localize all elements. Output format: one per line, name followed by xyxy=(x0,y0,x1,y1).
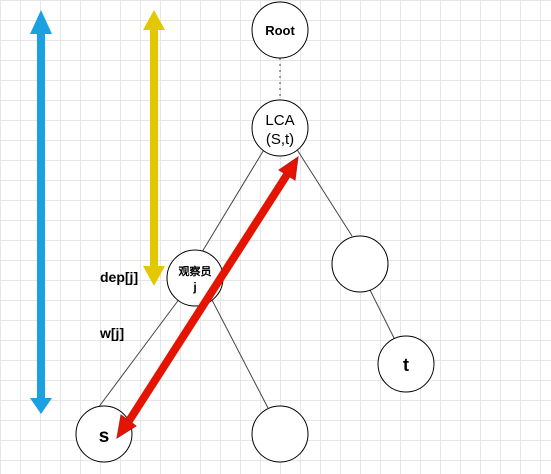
node-lca: LCA (S,t) xyxy=(251,99,309,157)
node-bottom-right xyxy=(251,405,309,463)
edge-lca-observer xyxy=(201,147,266,253)
red-double-arrow xyxy=(116,155,299,440)
node-right-child xyxy=(331,235,389,293)
edge-observer-bottomright xyxy=(211,299,269,409)
node-observer: 观察员 j xyxy=(166,249,224,307)
blue-double-arrow xyxy=(30,10,52,414)
yellow-double-arrow xyxy=(143,10,165,286)
edge-observer-s xyxy=(94,297,181,413)
node-root: Root xyxy=(251,1,309,59)
node-root-label: Root xyxy=(265,23,295,38)
node-s: s xyxy=(75,405,133,463)
node-lca-line1: LCA xyxy=(265,112,294,129)
node-observer-line2: j xyxy=(192,280,196,294)
edge-lca-right xyxy=(295,147,353,237)
node-lca-line2: (S,t) xyxy=(266,131,294,148)
w-label: w[j] xyxy=(99,325,124,341)
node-t: t xyxy=(377,335,435,393)
dep-label: dep[j] xyxy=(100,269,138,285)
edge-right-t xyxy=(369,289,396,341)
node-t-label: t xyxy=(403,355,409,375)
node-observer-line1: 观察员 xyxy=(179,264,212,278)
node-s-label: s xyxy=(99,426,110,447)
